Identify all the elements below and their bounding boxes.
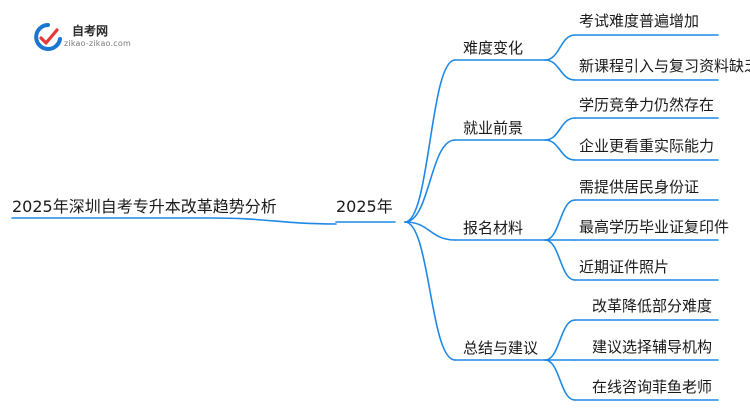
leaf-item: 建议选择辅导机构 (592, 338, 713, 356)
leaf-connector (544, 359, 576, 401)
leaf-item: 改革降低部分难度 (592, 297, 713, 315)
logo-icon (34, 23, 62, 51)
branch-summary: 总结与建议 (463, 339, 539, 357)
leaf-connector (544, 239, 576, 281)
leaf-item: 新课程引入与复习资料缺乏 (579, 57, 750, 75)
leaf-connector (544, 117, 576, 141)
root-node: 2025年深圳自考专升本改革趋势分析 (12, 197, 277, 216)
leaf-connector (544, 34, 576, 61)
branch-employment: 就业前景 (463, 119, 524, 137)
leaf-item: 企业更看重实际能力 (579, 137, 715, 155)
year-node: 2025年 (336, 197, 393, 216)
leaf-item: 需提供居民身份证 (579, 178, 700, 196)
logo-title: 自考网 (72, 24, 109, 38)
leaf-connector (544, 59, 576, 81)
leaf-item: 最高学历毕业证复印件 (579, 218, 730, 236)
branch-connector (404, 59, 456, 223)
branch-connector (404, 221, 456, 361)
logo-subtitle: zikao-zikao.com (64, 39, 131, 48)
leaf-connector (544, 139, 576, 161)
leaf-item: 学历竞争力仍然存在 (579, 96, 715, 114)
root-connector (11, 217, 337, 225)
branch-connector (404, 221, 456, 241)
site-logo: 自考网 zikao-zikao.com (32, 20, 152, 54)
branch-difficulty: 难度变化 (463, 39, 524, 57)
leaf-item: 考试难度普遍增加 (579, 12, 700, 30)
branch-connector (404, 139, 456, 223)
leaf-item: 在线咨询菲鱼老师 (592, 378, 713, 396)
leaf-connector (544, 319, 576, 361)
branch-materials: 报名材料 (463, 219, 524, 237)
leaf-connector (544, 199, 576, 241)
leaf-item: 近期证件照片 (579, 258, 670, 276)
